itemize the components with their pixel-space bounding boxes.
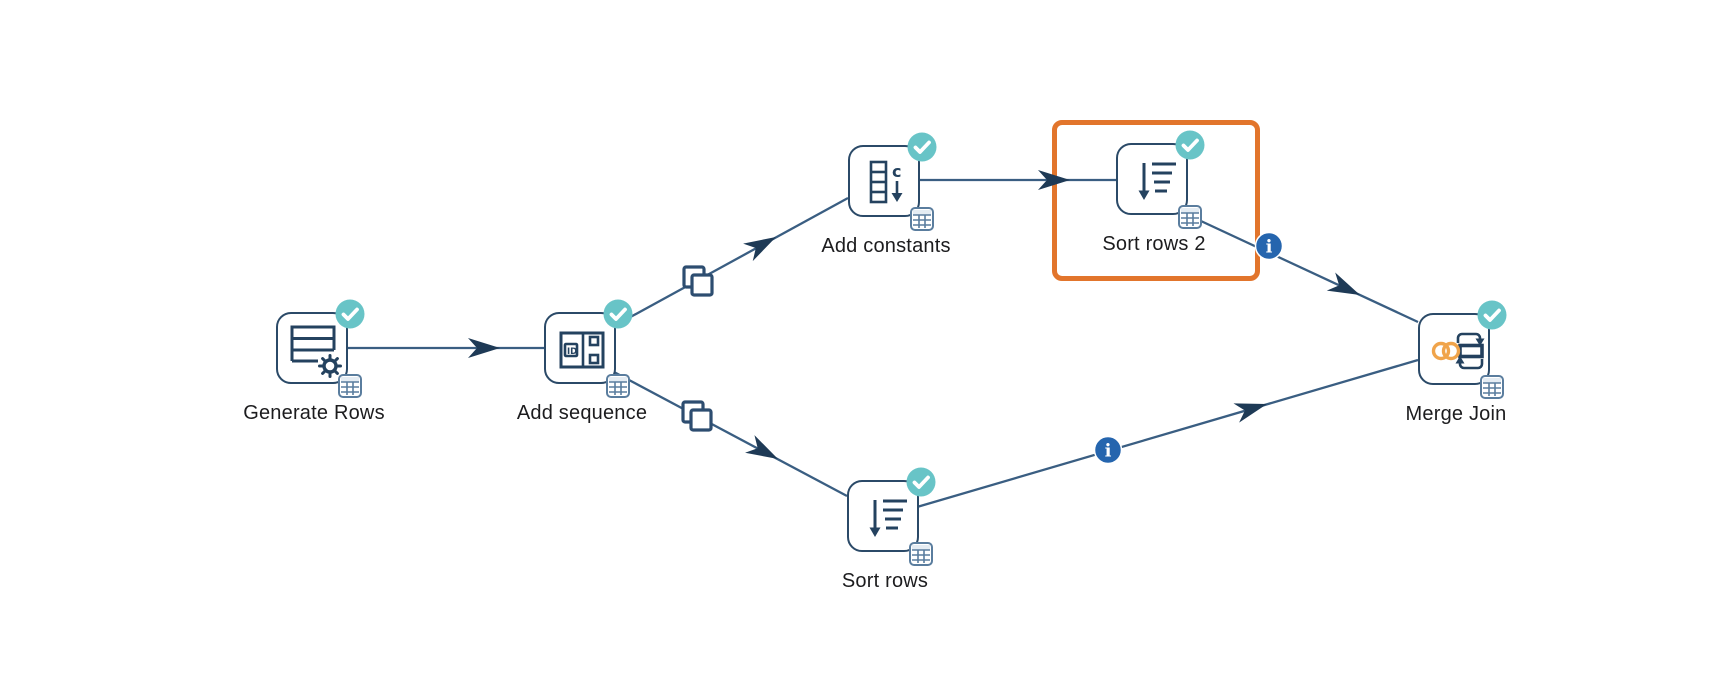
success-check-badge [1477,300,1507,330]
node-sort-rows[interactable]: Sort rows [842,467,936,592]
selection-highlight [1052,120,1260,281]
success-check-badge [906,467,936,497]
hop-arrowhead [1038,170,1070,190]
success-check-badge [603,299,633,329]
hop-add-sequence-to-sort-rows[interactable] [613,370,848,498]
sort-rows-icon [1138,162,1176,200]
node-add-sequence[interactable]: ID Add sequence [517,299,647,424]
data-grid-icon[interactable] [909,206,935,232]
join-rings-icon [1431,341,1461,361]
merge-join-icon [1431,332,1485,370]
info-icon[interactable]: i [1093,435,1123,465]
sort-rows-icon [869,499,907,537]
gear-icon [318,354,342,378]
node-label: Merge Join [1405,403,1507,425]
success-check-badge [335,299,365,329]
svg-text:c: c [892,162,901,181]
hop-arrowhead [468,338,500,358]
node-label: Generate Rows [243,402,385,424]
svg-text:ID: ID [567,347,577,357]
svg-text:i: i [1105,441,1112,462]
success-check-badge [1175,130,1205,160]
node-generate-rows[interactable]: Generate Rows [243,299,385,424]
data-grid-icon[interactable] [605,373,631,399]
node-sort-rows-2[interactable]: Sort rows 2 [1102,130,1205,255]
hop-add-sequence-to-add-constants[interactable] [613,196,849,328]
data-grid-icon[interactable] [908,541,934,567]
add-constants-icon: c [869,160,903,204]
node-add-constants[interactable]: c Add constants [821,132,950,257]
copy-rows-icon[interactable] [681,400,713,432]
hop-sort-rows-2-to-merge-join[interactable] [1187,213,1419,324]
data-grid-icon[interactable] [337,373,363,399]
hop-arrowhead [745,435,778,459]
add-sequence-icon: ID [559,331,605,369]
node-label: Add constants [821,235,951,257]
node-label: Sort rows 2 [1102,233,1206,255]
hop-arrowhead [743,237,776,262]
success-check-badge [907,132,937,162]
data-grid-icon[interactable] [1177,204,1203,230]
node-label: Sort rows [841,570,929,592]
info-icon[interactable]: i [1254,231,1284,261]
copy-rows-icon[interactable] [682,265,714,297]
svg-text:i: i [1266,237,1273,258]
hop-sort-rows-to-merge-join[interactable] [916,358,1419,509]
node-merge-join[interactable]: Merge Join [1406,300,1507,425]
generate-rows-icon [290,325,342,378]
data-grid-icon[interactable] [1479,374,1505,400]
hop-arrowhead [1233,403,1267,423]
node-label: Add sequence [516,402,648,424]
hop-arrowhead [1326,272,1360,295]
